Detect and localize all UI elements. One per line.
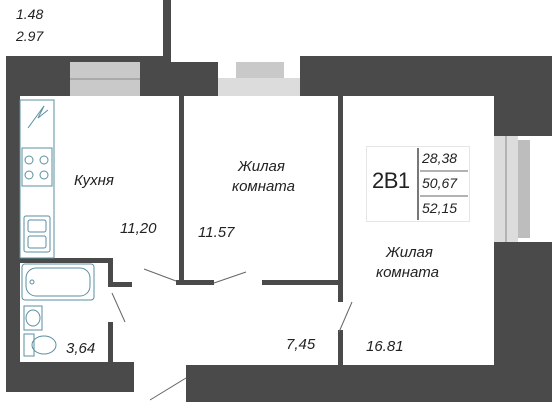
apartment-type-frame bbox=[366, 146, 470, 222]
living-room-2-label-line1: Жилая bbox=[386, 244, 433, 261]
balcony-area-a: 1.48 bbox=[16, 6, 44, 22]
apartment-type-box: 2B1 28,38 50,67 52,15 bbox=[366, 146, 470, 222]
living-room-1-label-line1: Жилая bbox=[238, 158, 285, 175]
balcony-walls bbox=[6, 0, 171, 62]
balcony-area-b: 2.97 bbox=[16, 28, 44, 44]
living-room-1-label-line2: комната bbox=[232, 178, 295, 195]
door-swings bbox=[111, 268, 353, 401]
apartment-type-code: 2B1 bbox=[372, 168, 410, 193]
living-room-2-label-line2: комната bbox=[376, 264, 439, 281]
living-room-2-area: 16.81 bbox=[366, 338, 404, 355]
bathroom-area: 3,64 bbox=[66, 340, 96, 357]
exterior-walls bbox=[6, 56, 552, 402]
living-room-1-area: 11.57 bbox=[198, 224, 235, 241]
apartment-total-area: 50,67 bbox=[422, 175, 458, 191]
hall-area: 7,45 bbox=[286, 336, 316, 353]
apartment-total-area-with-balcony: 52,15 bbox=[422, 200, 458, 216]
interior-walls bbox=[20, 96, 343, 365]
bathroom-fixtures bbox=[21, 263, 95, 357]
windows bbox=[70, 62, 530, 242]
apartment-living-area: 28,38 bbox=[422, 150, 458, 166]
kitchen-label: Кухня bbox=[74, 172, 114, 189]
kitchen-fixtures bbox=[19, 99, 55, 259]
kitchen-area: 11,20 bbox=[120, 220, 157, 237]
